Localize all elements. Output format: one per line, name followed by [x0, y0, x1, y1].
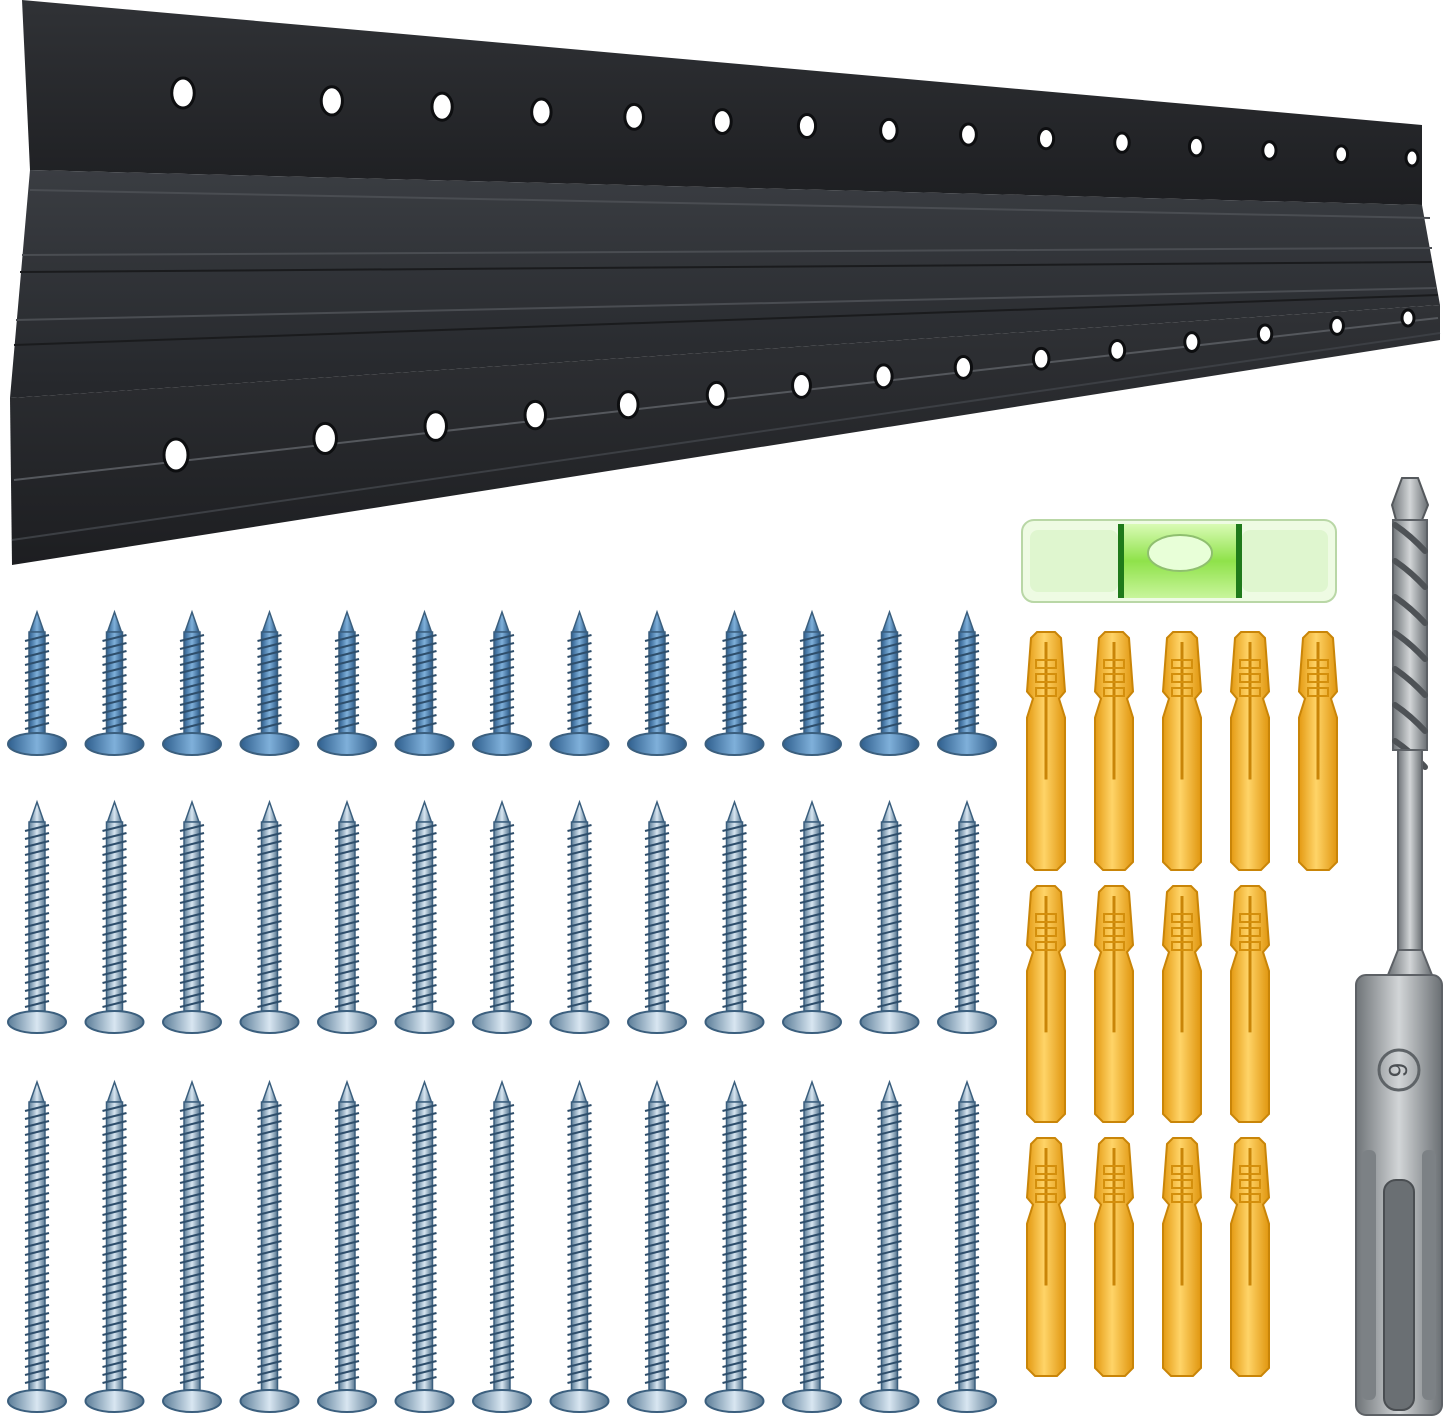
cleat-holes-top — [170, 76, 1420, 168]
screw-icon — [162, 799, 222, 1034]
screw-icon — [549, 609, 610, 756]
screw-icon — [782, 799, 842, 1034]
cleat-rail-top — [22, 0, 1422, 205]
cleat-hole — [1187, 135, 1205, 158]
screw-icon — [317, 799, 377, 1034]
screw-icon — [549, 1079, 610, 1413]
cleat-rail-bottom — [10, 305, 1440, 565]
wall-anchor-icon — [1025, 1137, 1067, 1377]
wall-anchor-icon — [1161, 631, 1203, 871]
screw-icon — [394, 799, 455, 1034]
cleat-hole — [791, 372, 812, 399]
wall-anchor-icon — [1297, 631, 1339, 871]
screw-icon — [704, 609, 765, 756]
screw-icon — [84, 1079, 145, 1413]
cleat-hole — [162, 437, 190, 473]
screw-icon — [704, 1079, 765, 1413]
wall-anchor-icon — [1229, 631, 1271, 871]
screw-icon — [317, 609, 377, 756]
screw-icon — [317, 1079, 377, 1413]
wall-anchor-icon — [1161, 1137, 1203, 1377]
screw-icon — [84, 609, 145, 756]
cleat-hole — [796, 113, 818, 139]
wall-anchor-icon — [1025, 885, 1067, 1123]
wall-anchor-icon — [1093, 885, 1135, 1123]
cleat-hole — [523, 399, 548, 431]
cleat-hole — [1108, 338, 1127, 362]
cleat-hole — [1333, 144, 1350, 165]
wall-anchor-icon — [1093, 1137, 1135, 1377]
screw-icon — [859, 799, 920, 1034]
cleat-hole — [1329, 315, 1345, 336]
cleat-hole — [319, 85, 344, 117]
screw-icon — [937, 799, 997, 1034]
wall-anchor-icon — [1025, 631, 1067, 871]
screw-icon — [239, 799, 300, 1034]
cleat-hole — [1400, 308, 1416, 328]
cleat-bevel — [10, 170, 1440, 398]
screw-icon — [782, 1079, 842, 1413]
cleat-hole — [711, 108, 733, 135]
screw-icon — [937, 1079, 997, 1413]
cleat-hole — [170, 76, 196, 110]
cleat-hole — [623, 102, 645, 131]
cleat-hole — [423, 410, 448, 442]
cleat-hole — [1261, 140, 1278, 161]
bubble-level-icon — [1021, 519, 1337, 603]
cleat-hole — [1256, 323, 1274, 345]
screw-icon — [162, 1079, 222, 1413]
screw-icon — [782, 609, 842, 756]
screw-icon — [859, 609, 920, 756]
screw-icon — [549, 799, 610, 1034]
cleat-hole — [1404, 148, 1420, 168]
screw-icon — [7, 1079, 67, 1413]
cleat-hole — [959, 122, 978, 147]
cleat-hole — [1113, 131, 1131, 154]
screw-icon — [84, 799, 145, 1034]
screw-icon — [627, 609, 687, 756]
cleat-holes-bottom — [162, 308, 1416, 473]
drill-bit-icon: 6 — [1355, 477, 1443, 1416]
wall-anchor-icon — [1093, 631, 1135, 871]
screw-icon — [7, 609, 67, 756]
screw-icon — [627, 1079, 687, 1413]
drill-bit-marking: 6 — [1383, 1063, 1413, 1077]
cleat-hole — [430, 91, 454, 122]
cleat-hole — [530, 97, 553, 127]
screw-grid — [7, 609, 997, 1413]
screw-icon — [394, 1079, 455, 1413]
cleat-hole — [953, 355, 974, 380]
cleat-hole — [873, 363, 894, 390]
screw-icon — [394, 609, 455, 756]
screw-icon — [627, 799, 687, 1034]
screw-icon — [7, 799, 67, 1034]
screw-icon — [859, 1079, 920, 1413]
cleat-hole — [1183, 331, 1201, 353]
screw-icon — [239, 609, 300, 756]
screw-icon — [239, 1079, 300, 1413]
screw-icon — [162, 609, 222, 756]
screw-icon — [472, 1079, 532, 1413]
cleat-rail-icon — [10, 0, 1441, 565]
wall-anchor-icon — [1229, 1137, 1271, 1377]
screw-icon — [472, 609, 532, 756]
screw-icon — [704, 799, 765, 1034]
screw-icon — [472, 799, 532, 1034]
screw-icon — [937, 609, 997, 756]
cleat-hole — [1031, 346, 1051, 371]
cleat-hole — [616, 390, 640, 420]
cleat-hole — [312, 421, 338, 455]
wall-anchor-icon — [1229, 885, 1271, 1123]
wall-anchor-grid — [1025, 631, 1339, 1377]
wall-anchor-icon — [1161, 885, 1203, 1123]
cleat-hole — [879, 117, 899, 143]
cleat-hole — [705, 380, 728, 409]
cleat-hole — [1037, 127, 1056, 151]
